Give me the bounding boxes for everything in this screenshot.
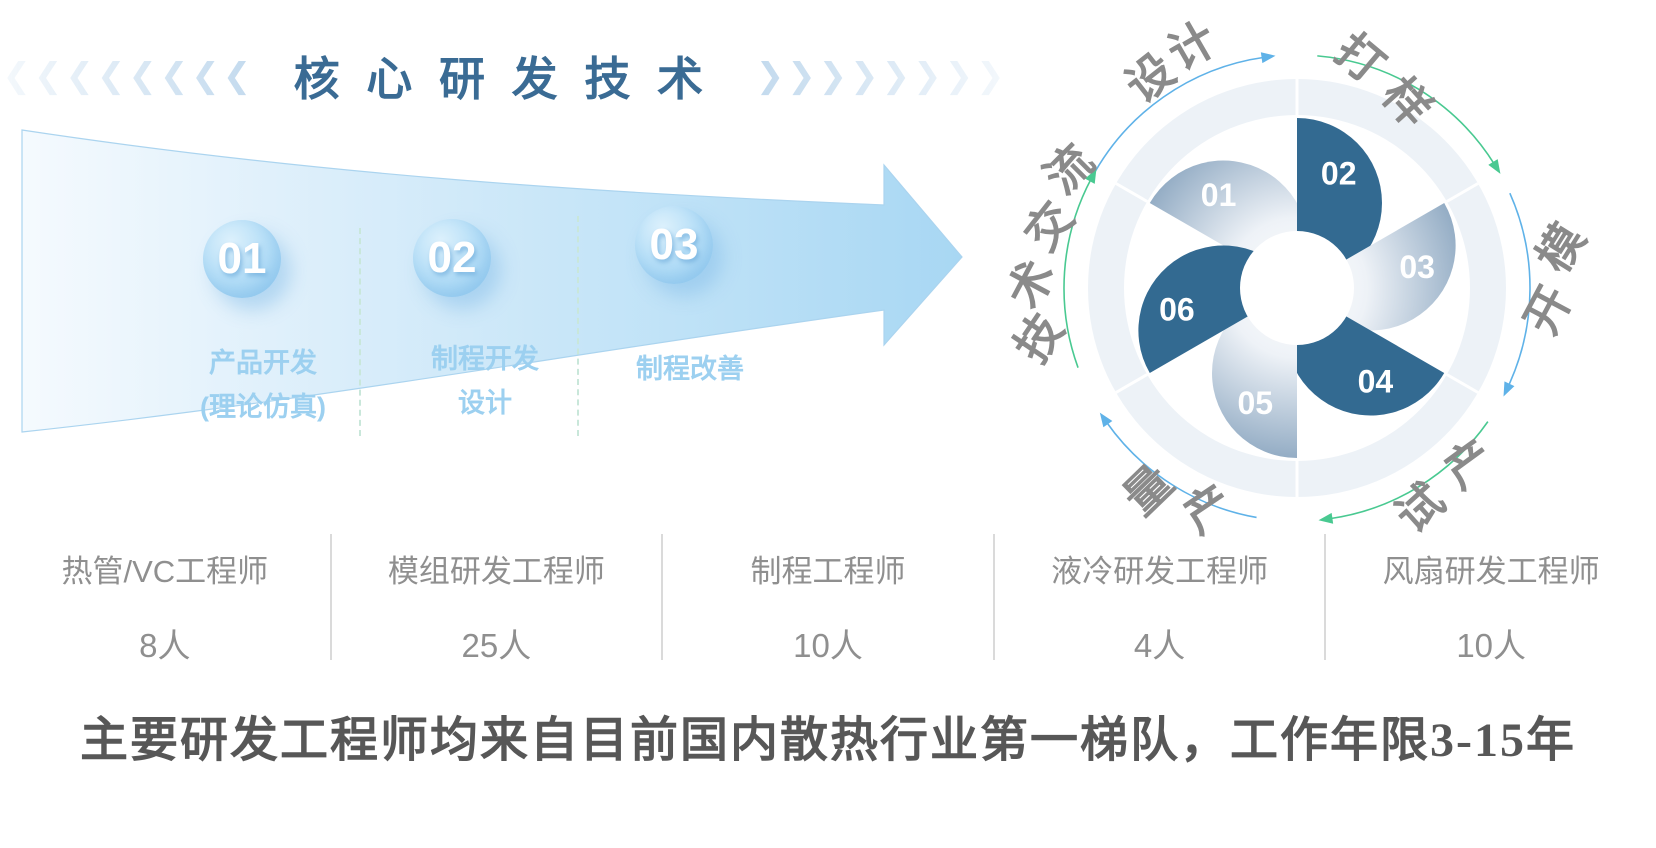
wheel-petal-number: 05 bbox=[1237, 385, 1273, 421]
step-2-sublabel: 设计 bbox=[458, 388, 512, 418]
cycle-arrow-arc bbox=[1063, 178, 1092, 368]
ring-divider bbox=[1115, 182, 1148, 203]
footer-statement: 主要研发工程师均来自目前国内散热行业第一梯队，工作年限3-15年 bbox=[80, 714, 1576, 767]
table-col-process: 制程工程师 10人 bbox=[661, 534, 993, 664]
arrow-shape bbox=[21, 129, 963, 433]
process-arrow-graphic bbox=[21, 129, 963, 433]
step-2-label: 制程开发 bbox=[431, 344, 539, 374]
role-label: 风扇研发工程师 bbox=[1382, 554, 1600, 589]
step-3-number: 03 bbox=[649, 220, 699, 269]
table-col-heatpipe-vc: 热管/VC工程师 8人 bbox=[0, 534, 330, 664]
wheel-petal-number: 06 bbox=[1159, 291, 1195, 327]
page-title: 核心研发技术 bbox=[293, 53, 730, 105]
cycle-arrowhead-icon bbox=[1260, 52, 1276, 64]
wheel-petal-number: 04 bbox=[1358, 364, 1394, 400]
step-1-label: 产品开发 bbox=[209, 348, 317, 378]
wheel-hub bbox=[1240, 231, 1354, 345]
header: ❮❮❮❮❮❮❮❮ 核心研发技术 ❯❯❯❯❯❯❯❯ bbox=[0, 40, 1010, 112]
cycle-arrow-arc bbox=[1105, 421, 1257, 519]
headcount: 10人 bbox=[793, 627, 863, 664]
cycle-arrow-arc bbox=[1090, 56, 1265, 179]
cycle-arrow-arc bbox=[1507, 192, 1531, 387]
step-1-number: 01 bbox=[217, 234, 267, 283]
wheel-petal-number: 01 bbox=[1201, 177, 1237, 213]
wheel-petal-number: 02 bbox=[1321, 156, 1357, 192]
step-1-badge: 01 bbox=[203, 220, 281, 298]
role-label: 模组研发工程师 bbox=[387, 554, 605, 589]
cycle-arrowhead-icon bbox=[1503, 381, 1515, 397]
step-2-number: 02 bbox=[427, 233, 477, 282]
cycle-arrowhead-icon bbox=[1318, 512, 1334, 524]
role-label: 热管/VC工程师 bbox=[61, 554, 269, 589]
ring-divider bbox=[1115, 373, 1148, 394]
headcount: 10人 bbox=[1456, 627, 1527, 664]
table-col-liquid-cooling: 液冷研发工程师 4人 bbox=[992, 534, 1325, 664]
step-3-label: 制程改善 bbox=[636, 354, 744, 384]
cycle-arrow-arc bbox=[1317, 55, 1496, 165]
headcount: 4人 bbox=[1133, 627, 1186, 664]
ring-divider bbox=[1446, 182, 1479, 203]
cycle-arrowhead-icon bbox=[1488, 159, 1501, 174]
cycle-arrowhead-icon bbox=[1099, 412, 1113, 428]
step-divider-dashed bbox=[359, 228, 361, 436]
chevrons-left-icon: ❮❮❮❮❮❮❮❮ bbox=[2, 57, 255, 95]
role-label: 液冷研发工程师 bbox=[1051, 554, 1269, 589]
step-divider-dashed bbox=[577, 216, 579, 436]
step-1-sublabel: (理论仿真) bbox=[200, 392, 326, 422]
team-table: 热管/VC工程师 8人 模组研发工程师 25人 制程工程师 10人 液冷研发工程… bbox=[0, 534, 1656, 664]
headcount: 8人 bbox=[139, 627, 191, 664]
step-3-badge: 03 bbox=[635, 206, 713, 284]
step-2-badge: 02 bbox=[413, 219, 491, 297]
cycle-arrow-arc bbox=[1329, 421, 1489, 520]
headcount: 25人 bbox=[461, 627, 532, 664]
role-label: 制程工程师 bbox=[750, 554, 906, 589]
cycle-wheel-diagram: 01 02 03 04 05 06 bbox=[1063, 52, 1531, 524]
ring-divider bbox=[1446, 373, 1479, 394]
chevrons-right-icon: ❯❯❯❯❯❯❯❯ bbox=[755, 57, 1008, 95]
table-col-module: 模组研发工程师 25人 bbox=[329, 534, 662, 664]
wheel-petal-number: 03 bbox=[1399, 249, 1435, 285]
table-col-fan: 风扇研发工程师 10人 bbox=[1324, 534, 1656, 664]
cycle-arrowhead-icon bbox=[1085, 168, 1097, 184]
